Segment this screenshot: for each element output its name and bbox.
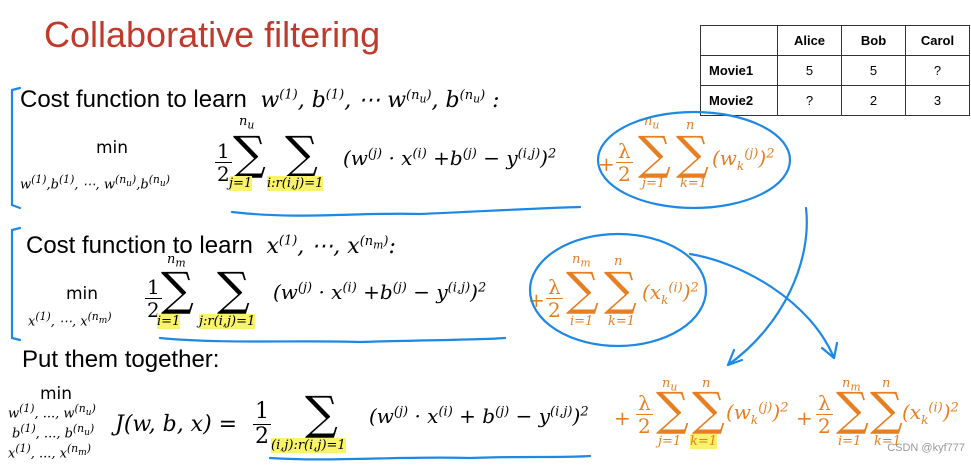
ratings-table: Alice Bob Carol Movie1 5 5 ? Movie2 ? 2 … (700, 25, 970, 116)
arrow-w-to-joint (726, 206, 808, 367)
table-row: Movie1 5 5 ? (700, 55, 970, 86)
table-cell: 2 (841, 85, 906, 116)
underline-w (230, 205, 582, 217)
section-w-heading: Cost function to learn w(1), b(1), ⋯ w(n… (20, 86, 500, 114)
table-header-row: Alice Bob Carol (700, 25, 970, 56)
table-cell: ? (777, 85, 842, 116)
section-x-heading-text: Cost function to learn (26, 232, 253, 259)
slide-title: Collaborative filtering (44, 14, 381, 55)
underline-joint (268, 454, 592, 461)
section-together-heading: Put them together: (22, 346, 220, 373)
w-params-formula: w(1), b(1), ⋯ w(nu), b(nu) : (253, 87, 500, 113)
arrow-x-to-joint (688, 252, 836, 360)
table-header: Alice (777, 25, 842, 56)
table-cell: ? (905, 55, 970, 86)
bracket-section-x (10, 226, 22, 342)
x-params-formula: x(1), ⋯, x(nm): (259, 233, 396, 259)
circle-x-reg (528, 232, 708, 348)
table-corner (700, 25, 778, 56)
watermark: CSDN @kyf777 (887, 442, 965, 454)
bracket-section-w (10, 86, 22, 210)
arrowhead-x (820, 341, 839, 360)
table-cell: 5 (841, 55, 906, 86)
table-row: Movie2 ? 2 3 (700, 85, 970, 116)
table-cell: 3 (905, 85, 970, 116)
section-x-heading: Cost function to learn x(1), ⋯, x(nm): (26, 232, 396, 260)
section-w-heading-text: Cost function to learn (20, 86, 247, 113)
arrowhead-w (726, 348, 744, 367)
underline-x (158, 336, 507, 344)
circle-w-reg (596, 110, 792, 210)
